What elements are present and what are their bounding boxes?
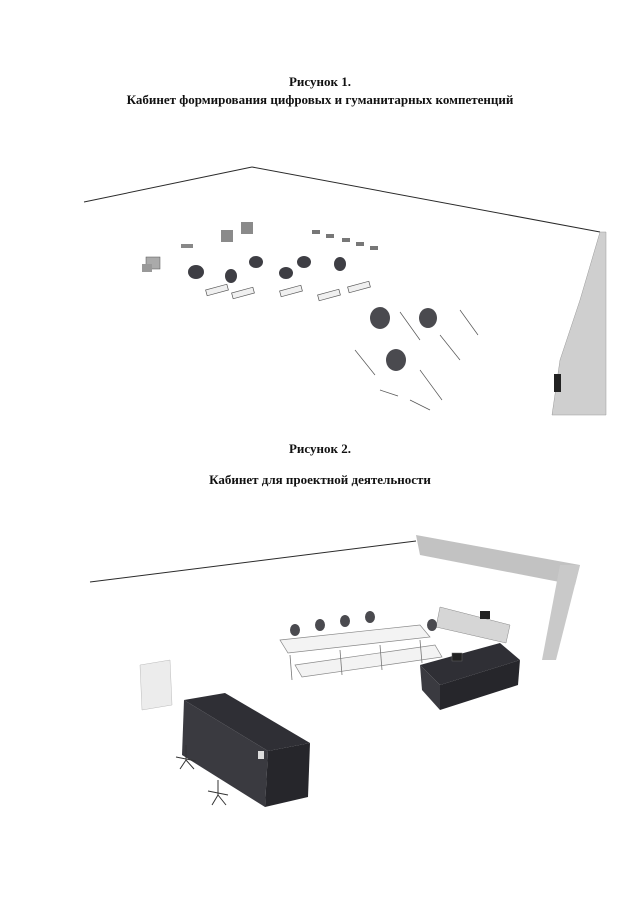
front-desk-right [420,643,520,710]
figure-1-caption: Кабинет формирования цифровых и гуманита… [126,92,514,107]
figure-2-caption: Кабинет для проектной деятельности [209,472,431,487]
desk-legs [289,639,423,681]
figure-2-room-drawing [89,535,580,807]
wall-door [554,374,561,392]
room-outline [89,540,417,583]
figure-1-room-drawing [83,166,607,416]
chairs-group-2 [370,307,437,371]
right-wall [551,231,607,416]
left-wall-panel [139,659,173,711]
left-cluster [142,222,253,272]
chairs-row-1 [188,256,346,283]
front-chairs [175,745,229,806]
desks-group-2 [354,309,479,411]
front-desk-left [182,693,310,807]
figure-1-label: Рисунок 1. [288,74,351,89]
back-board [435,606,511,644]
desks-row-1 [205,280,371,302]
top-items [312,230,378,250]
back-wall [416,535,580,585]
room-outline [83,166,601,233]
right-wall [542,565,580,660]
figure-2-label: Рисунок 2. [288,441,351,456]
desks-row [279,624,443,678]
monitor-back [480,611,490,619]
chairs-row [290,611,437,636]
